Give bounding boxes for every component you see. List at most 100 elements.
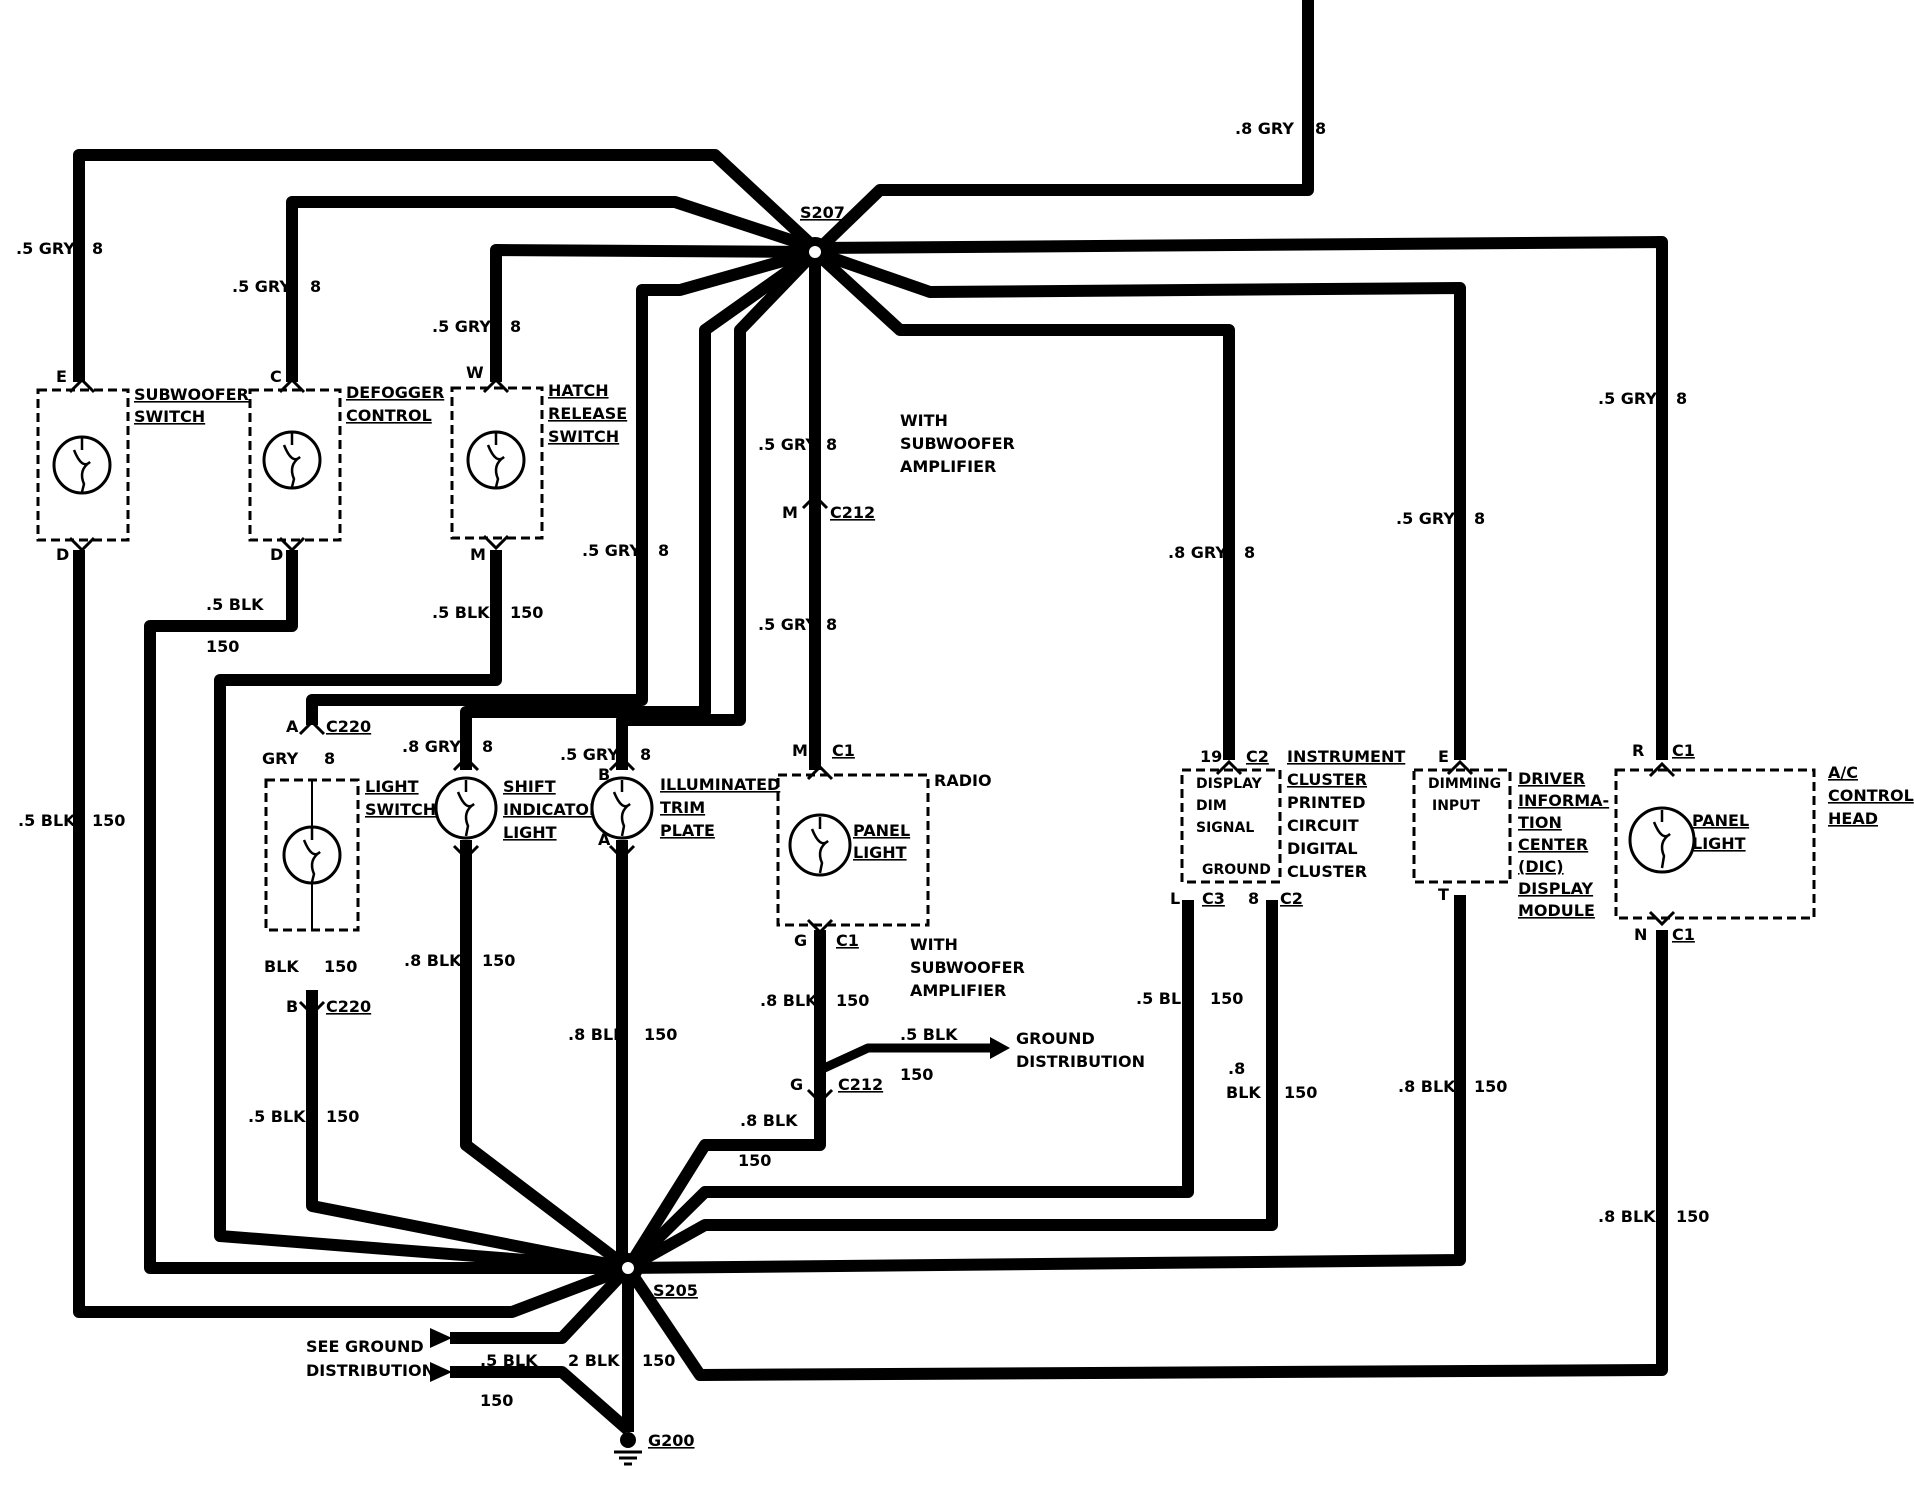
label-subwoofer-gry-ckt: 8 <box>92 239 103 258</box>
trim-name-3: PLATE <box>660 821 715 840</box>
dic-name-2: INFORMA- <box>1518 791 1609 810</box>
label-lightsw-blk-ckt: 150 <box>324 957 357 976</box>
dic-pin-e: E <box>1438 747 1449 766</box>
ac-lamp-2: LIGHT <box>1692 834 1746 853</box>
gray-wires <box>73 0 1668 770</box>
label-radio-gnd-branch: .5 BLK <box>900 1025 958 1044</box>
shift-indicator-light: SHIFT INDICATOR LIGHT <box>434 755 601 861</box>
ac-name-1: A/C <box>1828 763 1858 782</box>
label-ac-blk: .8 BLK <box>1598 1207 1656 1226</box>
radio-pin-m: M <box>792 741 808 760</box>
label-ac-gry-ckt: 8 <box>1676 389 1687 408</box>
splice-s205-label: S205 <box>653 1281 698 1300</box>
arrow-ground-distribution <box>990 1037 1010 1059</box>
arrow-see-ground-a <box>430 1328 452 1348</box>
hatch-name-1: HATCH <box>548 381 609 400</box>
dic-inner-2: INPUT <box>1432 798 1481 814</box>
label-shift-gry-ckt: 8 <box>482 737 493 756</box>
c212-top-pin: M <box>782 503 798 522</box>
wire-trim-gry <box>616 247 820 770</box>
c220-top-name: C220 <box>326 717 371 736</box>
hatch-release-switch: W M HATCH RELEASE SWITCH <box>450 363 627 564</box>
wire-ground-in-a <box>450 1263 633 1344</box>
connector-c220-bot: B C220 <box>286 997 371 1017</box>
wire-defogger-blk <box>144 550 628 1274</box>
ac-lamp-1: PANEL <box>1692 811 1749 830</box>
instrument-conn-c2-bot: C2 <box>1280 889 1303 908</box>
radio-conn-c1-top: C1 <box>832 741 855 760</box>
label-hatch-blk: .5 BLK <box>432 603 490 622</box>
label-top-gauge: .8 GRY <box>1235 119 1294 138</box>
connector-c212-bot: G C212 <box>790 1075 883 1105</box>
subwoofer-pin-e: E <box>56 367 67 386</box>
wire-hatch-blk <box>214 550 629 1274</box>
label-hatch-blk-ckt: 150 <box>510 603 543 622</box>
dic-name-6: DISPLAY <box>1518 879 1594 898</box>
trim-pin-a: A <box>598 830 611 849</box>
label-dic-gry: .5 GRY <box>1396 509 1455 528</box>
label-radio-gry-ckt: 8 <box>826 435 837 454</box>
label-defogger-blk-ckt: 150 <box>206 637 239 656</box>
label-trim-gry-ckt: 8 <box>640 745 651 764</box>
label-radio-gnd-branch-ckt: 150 <box>900 1065 933 1084</box>
trim-pin-b: B <box>598 765 610 784</box>
instrument-name-2: CLUSTER <box>1287 770 1367 789</box>
label-radio-gry: .5 GRY <box>758 435 817 454</box>
splice-s207-label: S207 <box>800 203 845 222</box>
light-switch-name-2: SWITCH <box>365 800 436 819</box>
wire-lightsw-gry <box>306 246 817 725</box>
radio-lamp-1: PANEL <box>853 821 910 840</box>
radio: M C1 G C1 RADIO PANEL LIGHT <box>776 741 992 950</box>
label-hatch-gry-ckt: 8 <box>510 317 521 336</box>
wire-subwoofer-blk <box>73 550 631 1318</box>
ac-conn-c1-bot: C1 <box>1672 925 1695 944</box>
dic-name-4: CENTER <box>1518 835 1588 854</box>
label-instrument-gry: .8 GRY <box>1168 543 1227 562</box>
defogger-name-2: CONTROL <box>346 406 432 425</box>
label-trim-gry: .5 GRY <box>560 745 619 764</box>
radio-name: RADIO <box>934 771 992 790</box>
wire-instrument-8-blk <box>625 900 1278 1274</box>
hatch-pin-m: M <box>470 545 486 564</box>
label-instrument-blk-l-ckt: 150 <box>1210 989 1243 1008</box>
defogger-control: C D DEFOGGER CONTROL <box>248 367 444 564</box>
label-shift-blk-ckt: 150 <box>482 951 515 970</box>
dic-name-1: DRIVER <box>1518 769 1585 788</box>
label-dic-blk: .8 BLK <box>1398 1077 1456 1096</box>
label-subwoofer-gry: .5 GRY <box>16 239 75 258</box>
dic-pin-t: T <box>1438 885 1449 904</box>
label-ground-in-b-ckt: 150 <box>642 1351 675 1370</box>
label-dic-blk-ckt: 150 <box>1474 1077 1507 1096</box>
instrument-pin-l: L <box>1170 889 1180 908</box>
label-instrument-blk-8b: BLK <box>1226 1083 1261 1102</box>
instrument-conn-c2-top: C2 <box>1246 747 1269 766</box>
wire-instrument-l-blk <box>623 900 1194 1273</box>
label-top-circuit: 8 <box>1315 119 1326 138</box>
label-c220-gry-ckt: 8 <box>324 749 335 768</box>
wire-ac-blk <box>623 930 1668 1381</box>
wire-dic-gry <box>813 246 1466 760</box>
label-ac-gry: .5 GRY <box>1598 389 1657 408</box>
note-with-sub-2b: SUBWOOFER <box>910 958 1025 977</box>
instrument-conn-c3: C3 <box>1202 889 1225 908</box>
label-radio-blk-2: .8 BLK <box>740 1111 798 1130</box>
wire-dic-blk <box>627 895 1466 1274</box>
label-lightsw-blk-bot: .5 BLK <box>248 1107 306 1126</box>
trim-name-1: ILLUMINATED <box>660 775 780 794</box>
splice-s207: S207 <box>800 203 845 267</box>
instrument-name-5: DIGITAL <box>1287 839 1358 858</box>
wire-labels: .8 GRY 8 .5 GRY 8 .5 GRY 8 .5 GRY 8 .5 G… <box>16 119 1709 1410</box>
dic-inner-1: DIMMING <box>1428 776 1501 792</box>
label-dic-gry-ckt: 8 <box>1474 509 1485 528</box>
subwoofer-pin-d: D <box>56 545 69 564</box>
radio-lamp-2: LIGHT <box>853 843 907 862</box>
wire-shift-gry <box>460 247 819 770</box>
wire-hatch-gry <box>490 244 816 382</box>
note-with-sub-1c: AMPLIFIER <box>900 457 996 476</box>
note-see-ground-a: SEE GROUND <box>306 1337 424 1356</box>
illuminated-trim-plate: B A ILLUMINATED TRIM PLATE <box>590 755 780 861</box>
subwoofer-switch: E D SUBWOOFER SWITCH <box>36 367 249 564</box>
label-c220-gry: GRY <box>262 749 299 768</box>
ac-name-3: HEAD <box>1828 809 1878 828</box>
